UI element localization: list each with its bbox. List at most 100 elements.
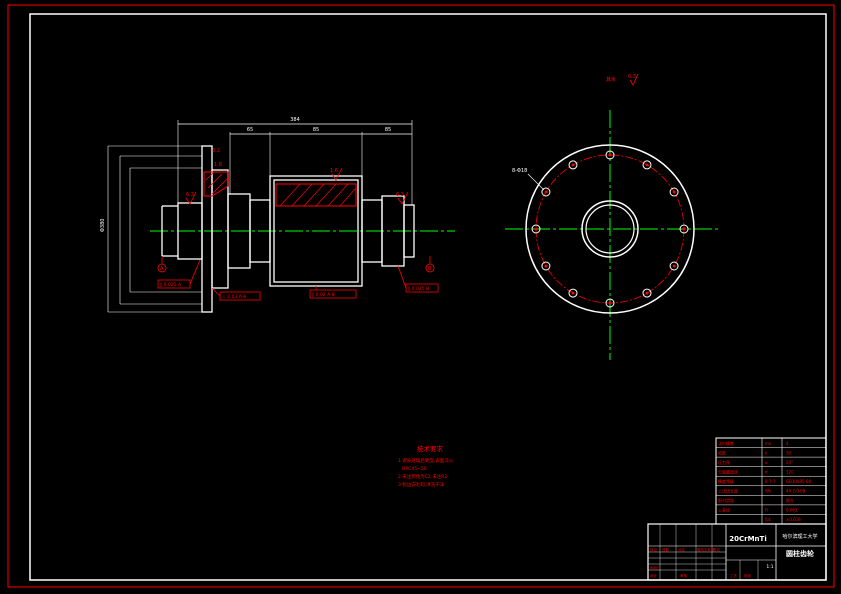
dim-right: 85: [385, 127, 391, 133]
bolt-hole-center: [608, 153, 612, 157]
roughness-symbol: [331, 167, 343, 181]
bolt-hole-center: [544, 190, 548, 194]
param-symbol: 8-7-7: [765, 479, 776, 484]
param-value: 30: [786, 450, 792, 455]
tech-req-title: 技术要求: [417, 444, 444, 453]
tb-label: 更改文件号: [697, 547, 715, 552]
param-name: 分度圆直径: [718, 468, 738, 474]
dim-left: 65: [247, 127, 253, 133]
bolt-hole-center: [608, 301, 612, 305]
tb-label: 年月日: [650, 565, 661, 570]
bolt-hole: [605, 150, 615, 160]
param-value: ±0.016: [786, 517, 801, 522]
bolt-holes: [531, 150, 689, 308]
title-block: [647, 523, 827, 581]
bolt-hole: [568, 160, 578, 170]
tech-requirements: 技术要求 1.调质处理后硬度,表面淬火 HRC45~50 2.未注倒角为C2,未…: [398, 444, 454, 488]
sheet-border: [7, 4, 835, 588]
param-symbol: mn: [765, 441, 772, 446]
param-name: 压力角: [718, 459, 730, 465]
bolt-hole: [642, 288, 652, 298]
bolt-hole: [679, 224, 689, 234]
bolt-hole: [568, 288, 578, 298]
tb-label: 批准: [744, 573, 752, 578]
tech-req-line: 1.调质处理后硬度,表面淬火: [398, 457, 454, 464]
part-name: 圆柱齿轮: [786, 549, 814, 558]
bolt-hole-center: [672, 264, 676, 268]
datum-left: A: [160, 266, 164, 272]
bolt-hole: [669, 261, 679, 271]
bore-inner: [585, 204, 635, 254]
drawing-frame: [29, 13, 827, 581]
param-value: 图号: [786, 497, 794, 503]
param-symbol: Wk: [765, 489, 772, 494]
bolt-hole-center: [571, 291, 575, 295]
tb-label: 设计: [650, 573, 658, 578]
param-symbol: z: [765, 450, 767, 455]
bolt-hole-center: [672, 190, 676, 194]
bolt-hole-center: [645, 291, 649, 295]
roughness-symbol: [185, 191, 197, 205]
param-name: 公差组: [718, 507, 730, 513]
hole-note: 8-Φ18: [512, 168, 527, 174]
bolt-hole: [605, 298, 615, 308]
bolt-hole: [541, 187, 551, 197]
tech-req-line: HRC45~50: [402, 466, 427, 472]
scale: 1:1: [766, 564, 773, 570]
roughness-top: 6.3: [628, 74, 636, 80]
front-view: [107, 120, 455, 313]
param-name: 公法线长度: [718, 488, 738, 494]
bore-outer: [581, 200, 639, 258]
bolt-hole: [669, 187, 679, 197]
bolt-hole-center: [682, 227, 686, 231]
tb-label: 标记: [650, 547, 658, 552]
bolt-hole-center: [645, 163, 649, 167]
side-view: [505, 110, 718, 360]
dia-flange: Φ380: [100, 219, 106, 232]
bolt-hole-center: [544, 264, 548, 268]
param-name: 精度等级: [718, 478, 734, 484]
roughness-right: 6.3: [396, 192, 404, 198]
roughness-gear: 1.6: [330, 168, 338, 174]
roughness-flange: 3.2: [212, 148, 220, 154]
tb-label: 处数: [662, 547, 670, 552]
tb-label: 审核: [680, 573, 688, 578]
dim-mid: 85: [313, 127, 319, 133]
bolt-hole-center: [571, 163, 575, 167]
roughness-left: 6.3: [186, 192, 194, 198]
tb-label: 签名: [713, 547, 720, 552]
param-symbol: fpt: [765, 517, 771, 522]
hole-leader: [527, 173, 545, 191]
bolt-hole: [531, 224, 541, 234]
label-other: 其余: [606, 76, 616, 83]
roughness-symbol: [397, 191, 409, 205]
tb-label: 分区: [678, 547, 686, 552]
gtol-left: ∥ 0.025 A: [160, 282, 182, 288]
bolt-hole-center: [534, 227, 538, 231]
param-symbol: Fr: [765, 508, 769, 513]
bolt-hole: [541, 261, 551, 271]
roughness-body: 1.6: [214, 162, 222, 168]
param-value: 120: [786, 469, 794, 474]
bolt-hole: [642, 160, 652, 170]
param-name: 配对齿轮: [718, 497, 734, 503]
gtol-right: ∥ 0.025 B: [408, 286, 429, 292]
param-symbol: α: [765, 460, 768, 465]
tb-label: 工艺: [730, 573, 738, 578]
school-name: 哈尔滨理工大学: [782, 533, 817, 540]
param-value: 20°: [786, 460, 793, 465]
param-name: 齿数: [718, 449, 726, 455]
gtol-flange: ⊥ 0.03 A-B: [222, 294, 246, 300]
flange-outer-circle: [525, 144, 695, 314]
roughness-symbol: [629, 73, 639, 86]
gtol-frame-gear: [309, 289, 357, 299]
param-value: GB10095-88: [786, 479, 812, 484]
material: 20CrMnTi: [729, 535, 766, 543]
tech-req-line: 2.未注倒角为C2,未注R2: [398, 473, 447, 480]
param-value: 0.063: [786, 508, 798, 513]
overall-dim: 384: [290, 117, 300, 123]
param-symbol: d: [765, 469, 768, 474]
param-value: 44.2-0.08: [786, 489, 806, 494]
